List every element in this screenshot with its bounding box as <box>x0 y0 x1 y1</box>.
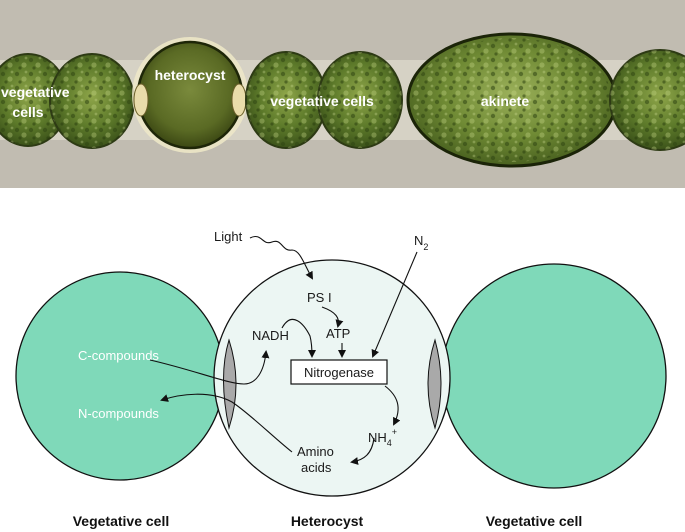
label-c-compounds: C-compounds <box>78 348 159 363</box>
label-vegetative-cells-left: vegetative <box>1 84 70 100</box>
n2-base: N <box>414 233 423 248</box>
nh4-superscript: + <box>392 427 397 437</box>
caption-vegetative-cell-right: Vegetative cell <box>486 513 583 529</box>
nh4-base: NH <box>368 430 387 445</box>
label-amino-acids-1: Amino <box>297 444 334 459</box>
vegetative-cell-left <box>16 272 224 480</box>
label-vegetative-cells-left-2: cells <box>12 104 43 120</box>
label-akinete: akinete <box>481 93 529 109</box>
label-nadh: NADH <box>252 328 289 343</box>
label-n2: N2 <box>414 233 428 252</box>
label-ps1: PS I <box>307 290 332 305</box>
label-nitrogenase: Nitrogenase <box>304 365 374 380</box>
label-heterocyst-photo: heterocyst <box>155 67 226 83</box>
label-amino-acids-2: acids <box>301 460 332 475</box>
caption-heterocyst: Heterocyst <box>291 513 364 529</box>
caption-vegetative-cell-left: Vegetative cell <box>73 513 170 529</box>
label-atp: ATP <box>326 326 350 341</box>
n2-subscript: 2 <box>423 242 428 252</box>
nitrogen-fixation-diagram: Nitrogenase Light N2 PS I ATP NADH NH4+ … <box>0 188 685 532</box>
vegetative-cell-right <box>442 264 666 488</box>
label-n-compounds: N-compounds <box>78 406 159 421</box>
polar-plug-photo <box>232 84 246 116</box>
label-light: Light <box>214 229 243 244</box>
label-vegetative-cells-middle: vegetative cells <box>270 93 374 109</box>
nh4-subscript: 4 <box>387 438 392 448</box>
micrograph-panel: vegetative cells heterocyst vegetative c… <box>0 0 685 188</box>
polar-plug-photo <box>134 84 148 116</box>
